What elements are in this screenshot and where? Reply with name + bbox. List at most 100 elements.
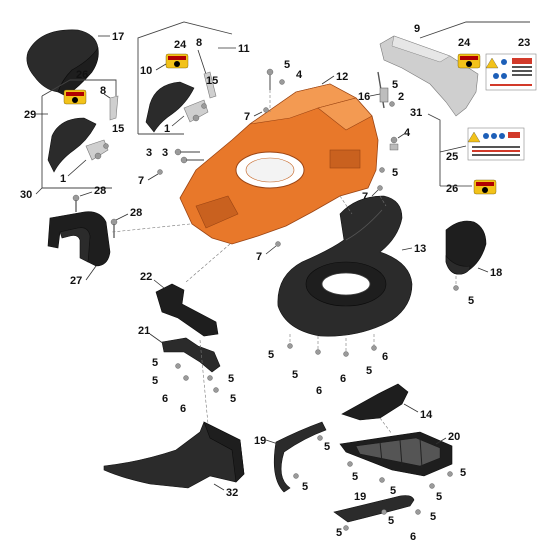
warning-sticker-right [457, 53, 481, 69]
screw-5-p19u-a [317, 435, 323, 441]
callout-7-top: 7 [244, 111, 250, 123]
warning-sticker-bottom-right [473, 179, 497, 195]
callout-5-top: 5 [284, 59, 290, 71]
callout-5-p21-d: 5 [230, 393, 236, 405]
callout-28-right: 28 [130, 207, 142, 219]
callout-17: 17 [112, 31, 124, 43]
callout-6-baffle-a: 6 [316, 385, 322, 397]
warning-sticker-mid [165, 53, 189, 69]
part-17-cover [26, 29, 99, 97]
screws-part20 [347, 461, 453, 489]
callout-23: 23 [518, 37, 530, 49]
part-shroud-left [47, 117, 97, 173]
callout-8-mid: 8 [196, 37, 202, 49]
screw-7-top [263, 107, 269, 113]
callout-31: 31 [410, 107, 422, 119]
part-32-skirt [103, 421, 245, 489]
callout-28-top: 28 [94, 185, 106, 197]
callout-12: 12 [336, 71, 348, 83]
callout-6-p21-a: 6 [162, 393, 168, 405]
kit-frame-middle [137, 21, 233, 135]
part-12-housing [179, 83, 379, 245]
callout-6-p19l: 6 [410, 531, 416, 543]
screw-5-right-mid [379, 167, 385, 173]
callout-5-p21-c: 5 [228, 373, 234, 385]
screw-5-part18 [453, 285, 459, 291]
callout-5-p21-b: 5 [152, 375, 158, 387]
callout-29: 29 [24, 109, 36, 121]
callout-24-mid: 24 [174, 39, 187, 51]
part-23-label-card [485, 53, 537, 91]
bracket-parts-left [85, 139, 109, 161]
callout-8-left: 8 [100, 85, 106, 97]
callout-7-right: 7 [362, 191, 368, 203]
callout-15-mid: 15 [206, 75, 218, 87]
screw-7-right [377, 185, 383, 191]
callout-3-b: 3 [162, 147, 168, 159]
screws-under-baffle [287, 334, 377, 357]
callout-6-baffle-c: 6 [382, 351, 388, 363]
callout-5-p20-d: 5 [460, 467, 466, 479]
screw-5-p19l-b [381, 509, 387, 515]
part-27-bracket [47, 211, 111, 267]
callout-5-p20-b: 5 [390, 485, 396, 497]
screw-5-right-top [389, 101, 395, 107]
part-22-bracket [155, 283, 219, 337]
callout-5-p19u-a: 5 [324, 441, 330, 453]
callout-5-right-top: 5 [392, 79, 398, 91]
screw-4-right [389, 136, 399, 151]
part-16-spring [377, 71, 389, 109]
bracket-parts-mid [183, 99, 209, 123]
callout-9: 9 [414, 23, 420, 35]
callout-7-left: 7 [138, 175, 144, 187]
callout-5-p19l-c: 5 [430, 511, 436, 523]
callout-30: 30 [20, 189, 32, 201]
callout-5-baffle-c: 5 [366, 365, 372, 377]
callout-20: 20 [448, 431, 460, 443]
part-shroud-mid [145, 81, 195, 133]
callout-27: 27 [70, 275, 82, 287]
callout-5-p21-a: 5 [152, 357, 158, 369]
callout-13: 13 [414, 243, 426, 255]
callout-19-upper: 19 [254, 435, 266, 447]
callout-7-bottom: 7 [256, 251, 262, 263]
callout-11: 11 [238, 43, 250, 55]
callout-5-p19u-b: 5 [302, 481, 308, 493]
callout-15-left: 15 [112, 123, 124, 135]
screw-5-p19u-b [293, 473, 299, 479]
screw-7-left [157, 169, 163, 175]
callout-6-p21-b: 6 [180, 403, 186, 415]
callout-14: 14 [420, 409, 433, 421]
part-18-cap [445, 220, 487, 275]
callout-2: 2 [398, 91, 404, 103]
callout-1-left: 1 [60, 173, 66, 185]
callout-25: 25 [446, 151, 458, 163]
screws-part21 [175, 363, 219, 393]
callout-6-baffle-b: 6 [340, 373, 346, 385]
callout-24-right: 24 [458, 37, 471, 49]
callout-5-baffle-a: 5 [268, 349, 274, 361]
part-21-arm [161, 337, 221, 373]
callout-10: 10 [140, 65, 152, 77]
callout-5-p19l-a: 5 [336, 527, 342, 539]
screw-7-bottom [275, 241, 281, 247]
part-20-frame [339, 431, 453, 477]
bolt-28-top [72, 194, 80, 212]
callout-26-left: 26 [76, 69, 88, 81]
part-25-label-card [467, 127, 525, 161]
callout-19-lower: 19 [354, 491, 366, 503]
screw-5-p19l-c [415, 509, 421, 515]
callout-4-top: 4 [296, 69, 303, 81]
callout-1-mid: 1 [164, 123, 170, 135]
screw-top-center [266, 68, 285, 90]
screw-5-p19l-a [343, 525, 349, 531]
warning-sticker-left [63, 89, 87, 105]
callout-5-baffle-b: 5 [292, 369, 298, 381]
callout-5-part18: 5 [468, 295, 474, 307]
callout-5-p20-a: 5 [352, 471, 358, 483]
callout-5-right-mid: 5 [392, 167, 398, 179]
callout-21: 21 [138, 325, 150, 337]
bolt-28-right [110, 218, 118, 238]
